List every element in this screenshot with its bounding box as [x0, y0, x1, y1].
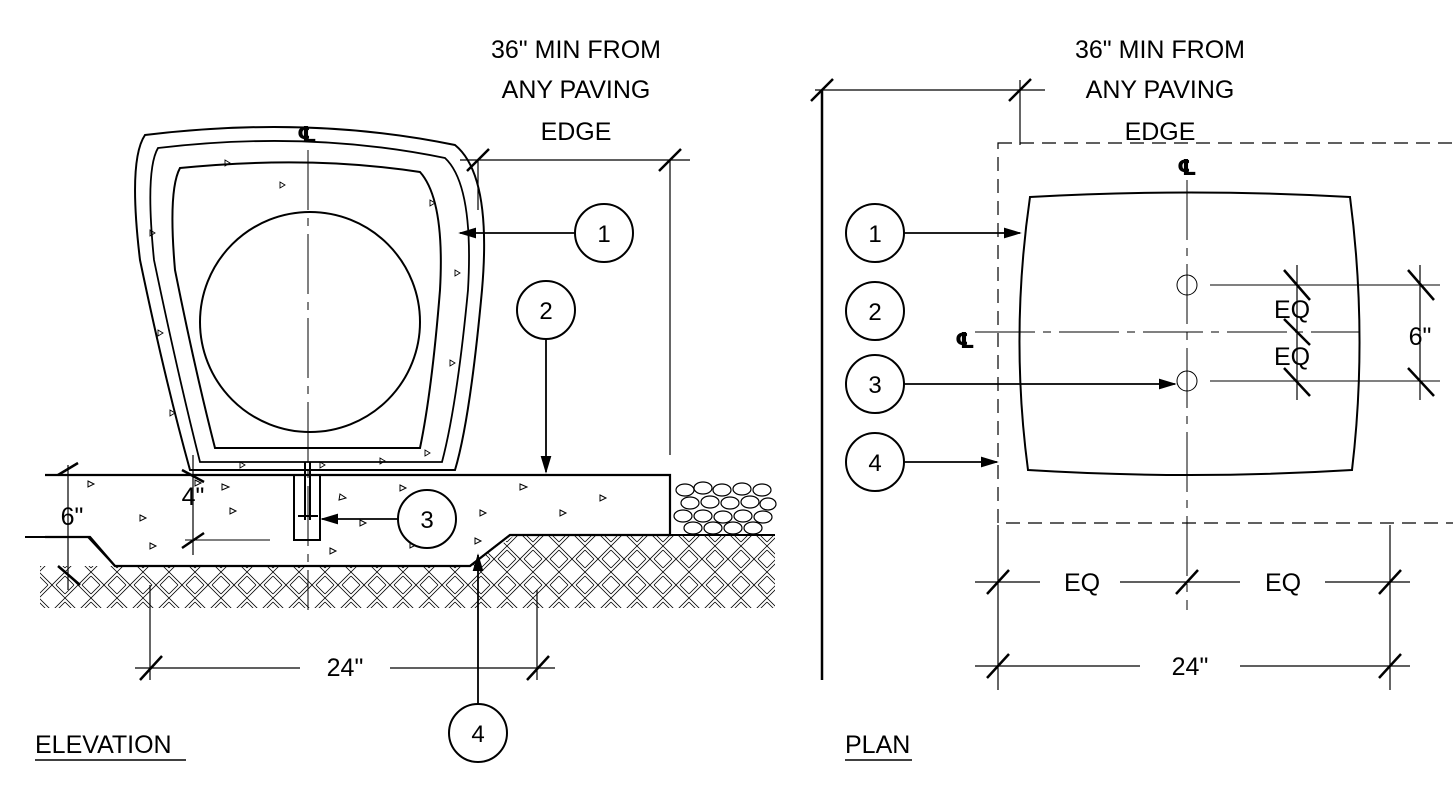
- plan-dim-eq-left: EQ: [1064, 569, 1100, 597]
- plan-dim-eq-right: EQ: [1265, 569, 1301, 597]
- planter-opening: [199, 211, 421, 433]
- shell-aggregate: [149, 159, 461, 469]
- plan-centerline-h: ℄: [955, 328, 975, 353]
- elevation-dim-6: 6": [61, 503, 84, 531]
- plan-callout-1: 1: [868, 221, 881, 248]
- plan-callout-2: 2: [868, 299, 881, 326]
- elevation-callout-1: 1: [597, 221, 610, 248]
- plan-callout-3: 3: [868, 372, 881, 399]
- concrete-footing: [45, 473, 672, 568]
- elevation-callout-3: 3: [420, 507, 433, 534]
- plan-dim-eq-top: EQ: [1274, 296, 1310, 324]
- elevation-note-line1: 36" MIN FROM: [491, 36, 661, 64]
- elevation-callout-2: 2: [539, 298, 552, 325]
- plan-note-line2: ANY PAVING: [1086, 76, 1235, 104]
- plan-planter-outline: [1018, 191, 1361, 476]
- plan-note-line1: 36" MIN FROM: [1075, 36, 1245, 64]
- plan-dim-eq-mid: EQ: [1274, 343, 1310, 371]
- plan-title: PLAN: [845, 731, 910, 759]
- elevation-view: ℄ 36" MIN FROM ANY PAVING EDGE 1 2 3 4 6…: [25, 36, 777, 763]
- plan-callout-4: 4: [868, 450, 881, 477]
- plan-centerline-v: ℄: [1177, 155, 1197, 180]
- elevation-callout-4: 4: [471, 721, 484, 748]
- plan-dim-6: 6": [1409, 323, 1432, 351]
- plan-note-line3: EDGE: [1125, 118, 1196, 146]
- elevation-centerline-symbol: ℄: [297, 122, 317, 147]
- plan-view: 36" MIN FROM ANY PAVING EDGE ℄ ℄ EQ EQ 6…: [810, 36, 1453, 761]
- gravel-edge: [673, 481, 777, 535]
- anchor-sleeve: [293, 474, 321, 541]
- planter-outer-shell: [134, 126, 486, 471]
- planter-inner-shell: [171, 161, 442, 449]
- elevation-note-line2: ANY PAVING: [502, 76, 651, 104]
- elevation-dim-4: 4": [182, 483, 205, 511]
- planter-middle-shell: [149, 140, 470, 463]
- plan-footing-outline: [997, 142, 1453, 524]
- elevation-title: ELEVATION: [35, 731, 172, 759]
- elevation-dim-24: 24": [327, 654, 364, 682]
- plan-dim-24: 24": [1172, 653, 1209, 681]
- elevation-note-line3: EDGE: [541, 118, 612, 146]
- subgrade-hatch: [40, 535, 775, 608]
